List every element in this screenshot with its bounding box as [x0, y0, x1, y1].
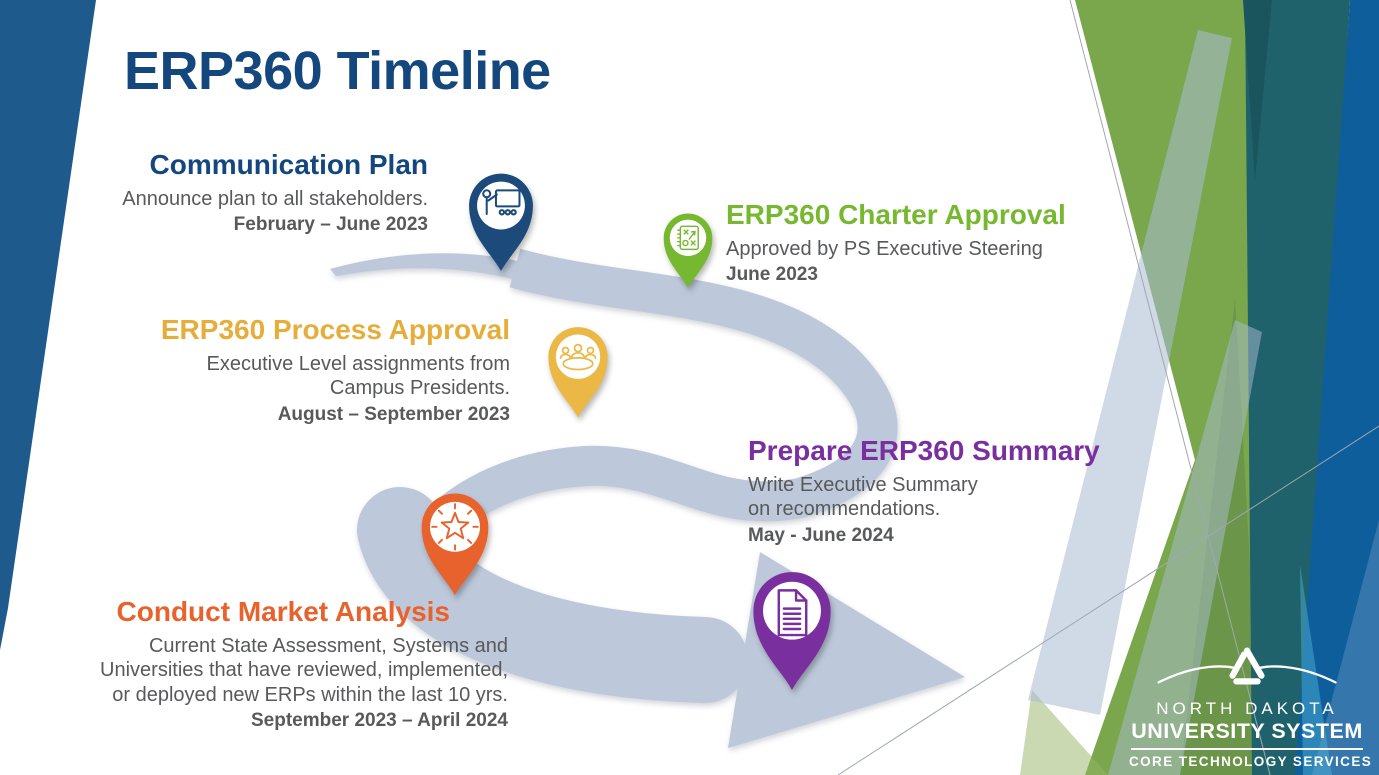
milestone-process-approval: ERP360 Process Approval Executive Level …: [138, 314, 510, 426]
process-approval-pin: [548, 327, 608, 418]
milestone-description-line: Campus Presidents.: [329, 377, 510, 400]
milestone-description-line: Approved by PS Executive Steering: [726, 237, 1043, 260]
milestone-description-line: Announce plan to all stakeholders.: [122, 187, 428, 210]
logo-line-university-system: UNIVERSITY SYSTEM: [1131, 719, 1363, 743]
logo-line-north-dakota: NORTH DAKOTA: [1156, 699, 1338, 718]
market-analysis-pin: [421, 493, 489, 596]
document-icon: [777, 589, 808, 637]
milestone-date: August – September 2023: [277, 403, 510, 425]
right-fan-shapes: [837, 0, 1379, 775]
page-title: ERP360 Timeline: [124, 41, 551, 101]
communication-plan-pin: [469, 173, 533, 272]
milestone-title: Conduct Market Analysis: [116, 596, 450, 627]
milestone-title: ERP360 Process Approval: [160, 314, 510, 345]
road-s-curve: [407, 248, 898, 557]
presentation-icon: [482, 189, 521, 216]
ndus-logo: NORTH DAKOTA UNIVERSITY SYSTEM CORE TECH…: [1129, 642, 1373, 769]
milestone-description-line: Current State Assessment, Systems and: [148, 634, 508, 657]
ndus-triangle-mark-icon: [1157, 647, 1337, 685]
milestone-description-line: Executive Level assignments from: [206, 352, 510, 375]
prepare-summary-pin: [753, 572, 831, 690]
milestone-description-line: Universities that have reviewed, impleme…: [100, 659, 508, 682]
meeting-table-icon: [559, 343, 597, 371]
strategy-icon: [677, 225, 699, 251]
milestone-date: May - June 2024: [748, 524, 894, 546]
milestone-prepare-summary: Prepare ERP360 Summary Write Executive S…: [748, 435, 1168, 547]
milestone-date: June 2023: [726, 264, 818, 286]
road-bottom-run: [357, 487, 748, 703]
milestone-market-analysis: Conduct Market Analysis Current State As…: [36, 596, 508, 732]
starburst-icon: [431, 503, 479, 551]
milestone-description-line: on recommendations.: [748, 498, 941, 521]
milestone-description-line: Write Executive Summary: [748, 473, 978, 496]
milestone-title: Communication Plan: [149, 149, 428, 180]
milestone-charter-approval: ERP360 Charter Approval Approved by PS E…: [726, 199, 1166, 286]
logo-line-core-technology: CORE TECHNOLOGY SERVICES: [1129, 754, 1373, 769]
charter-approval-pin: [663, 213, 713, 288]
milestone-communication-plan: Communication Plan Announce plan to all …: [58, 149, 428, 236]
milestone-date: September 2023 – April 2024: [251, 709, 508, 731]
left-blue-wedge: [0, 0, 96, 650]
road-tail: [330, 253, 530, 282]
milestone-title: Prepare ERP360 Summary: [748, 435, 1100, 466]
milestone-date: February – June 2023: [233, 214, 428, 236]
logo-divider: [1131, 748, 1363, 750]
milestone-title: ERP360 Charter Approval: [726, 199, 1066, 230]
milestone-description-line: or deployed new ERPs within the last 10 …: [112, 683, 508, 706]
